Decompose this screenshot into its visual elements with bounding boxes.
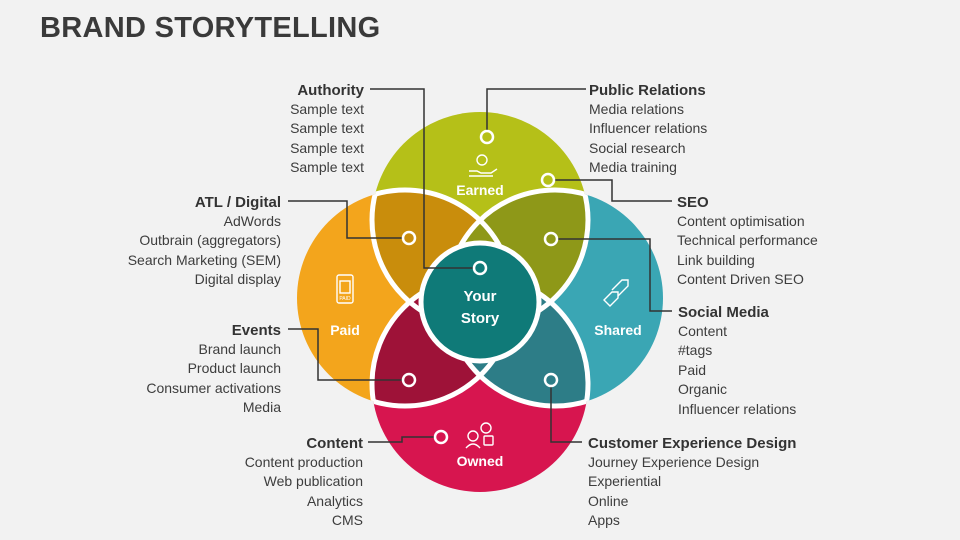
public-relations-block: Public Relations Media relations Influen… xyxy=(589,81,707,178)
list-item: Journey Experience Design xyxy=(588,454,760,470)
connector-atl-digital xyxy=(288,200,402,239)
connector-social-media xyxy=(557,238,672,312)
list-item: Influencer relations xyxy=(678,400,797,417)
dot-public-relations xyxy=(479,129,495,145)
list-item: Content optimisation xyxy=(677,213,805,229)
dot-cx-design xyxy=(543,372,559,388)
list-item: Social research xyxy=(589,139,686,156)
owned-assets-icon xyxy=(465,422,494,449)
seo-heading: SEO xyxy=(677,194,709,211)
content-block: Content Content production Web publicati… xyxy=(245,434,363,531)
connector-cx-design xyxy=(550,387,582,443)
list-item: AdWords xyxy=(223,213,281,229)
list-item: Link building xyxy=(677,251,755,268)
list-item: Online xyxy=(588,492,629,509)
list-item: #tags xyxy=(678,342,713,359)
shared-label: Shared xyxy=(594,322,641,338)
list-item: Organic xyxy=(678,381,728,398)
center-circle xyxy=(418,240,542,364)
content-heading: Content xyxy=(306,435,363,452)
social-media-block: Social Media Content #tags Paid Organic … xyxy=(678,303,796,419)
page-title: BRAND STORYTELLING xyxy=(40,12,381,44)
dot-seo xyxy=(540,172,556,188)
list-item: Product launch xyxy=(187,360,281,377)
list-item: Media relations xyxy=(589,101,684,117)
list-item: Media training xyxy=(589,159,677,176)
events-block: Events Brand launch Product launch Consu… xyxy=(146,321,281,418)
list-item: Apps xyxy=(588,512,620,529)
paid-label: Paid xyxy=(330,322,360,338)
list-item: Brand launch xyxy=(198,341,281,357)
connector-content xyxy=(368,436,434,443)
money-hand-icon xyxy=(469,154,498,177)
connector-authority xyxy=(370,88,473,269)
list-item: Digital display xyxy=(194,271,281,288)
social-media-heading: Social Media xyxy=(678,304,769,321)
list-item: Sample text xyxy=(290,120,364,137)
atl-digital-heading: ATL / Digital xyxy=(194,194,281,211)
mobile-ad-icon: PAID xyxy=(336,274,354,304)
list-item: Influencer relations xyxy=(589,120,708,137)
atl-digital-block: ATL / Digital AdWords Outbrain (aggregat… xyxy=(128,193,281,290)
list-item: Search Marketing (SEM) xyxy=(127,251,281,268)
dot-content xyxy=(433,429,449,445)
seo-block: SEO Content optimisation Technical perfo… xyxy=(677,193,818,290)
list-item: Content xyxy=(678,323,728,339)
list-item: Sample text xyxy=(290,139,364,156)
list-item: Outbrain (aggregators) xyxy=(139,232,281,249)
share-hands-icon xyxy=(603,279,629,307)
list-item: Sample text xyxy=(290,101,364,117)
list-item: Content Driven SEO xyxy=(677,271,804,288)
cx-design-heading: Customer Experience Design xyxy=(588,435,797,452)
center-label-line2: Story xyxy=(461,310,500,327)
owned-label: Owned xyxy=(457,453,504,469)
dot-social-media xyxy=(543,231,559,247)
earned-label: Earned xyxy=(456,182,503,198)
svg-text:PAID: PAID xyxy=(339,296,351,302)
dot-authority xyxy=(472,260,488,276)
list-item: Sample text xyxy=(290,159,364,176)
list-item: Media xyxy=(242,399,281,416)
connector-seo xyxy=(555,179,672,202)
list-item: Technical performance xyxy=(677,232,818,249)
list-item: Web publication xyxy=(263,473,363,490)
list-item: Consumer activations xyxy=(146,379,281,396)
dot-events xyxy=(401,372,417,388)
list-item: CMS xyxy=(331,512,363,529)
list-item: Paid xyxy=(678,361,707,378)
center-label-line1: Your xyxy=(463,288,496,305)
list-item: Analytics xyxy=(306,492,363,509)
connector-public-relations xyxy=(486,88,586,130)
authority-block: Authority Sample text Sample text Sample… xyxy=(290,81,364,178)
list-item: Experiential xyxy=(588,473,662,490)
cx-design-block: Customer Experience Design Journey Exper… xyxy=(588,434,796,531)
dot-atl-digital xyxy=(401,230,417,246)
list-item: Content production xyxy=(244,454,363,470)
connector-events xyxy=(288,328,402,381)
events-heading: Events xyxy=(231,322,281,339)
public-relations-heading: Public Relations xyxy=(589,82,706,99)
authority-heading: Authority xyxy=(297,82,364,99)
